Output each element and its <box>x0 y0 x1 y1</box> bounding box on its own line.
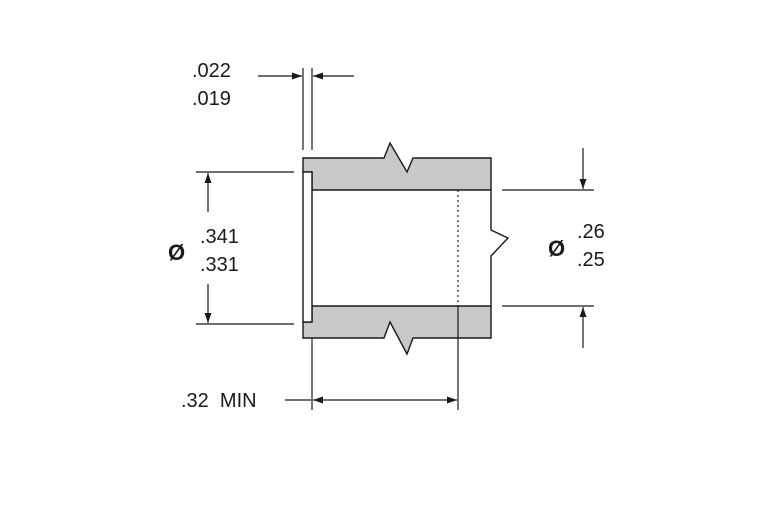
inner-diameter-symbol: Ø <box>548 236 565 261</box>
outer-diameter-dimension <box>196 171 294 325</box>
min-length-dimension <box>285 306 459 410</box>
inner-diameter-lower: .25 <box>577 249 605 271</box>
bushing-bottom-wall <box>302 305 492 356</box>
bushing-top-wall <box>302 141 492 191</box>
outer-diameter-symbol: Ø <box>168 240 185 265</box>
flange-thickness-dimension <box>258 68 354 150</box>
inner-diameter-dimension <box>502 148 594 348</box>
inner-diameter-upper: .26 <box>577 221 605 243</box>
min-length-label: .32 MIN <box>181 390 257 412</box>
flange-thickness-lower: .019 <box>192 88 231 110</box>
outer-diameter-upper: .341 <box>200 226 239 248</box>
outer-diameter-lower: .331 <box>200 254 239 276</box>
right-break-line <box>490 190 510 306</box>
bushing-body <box>302 141 510 356</box>
flange-thickness-upper: .022 <box>192 60 231 82</box>
flange-face <box>302 171 313 323</box>
